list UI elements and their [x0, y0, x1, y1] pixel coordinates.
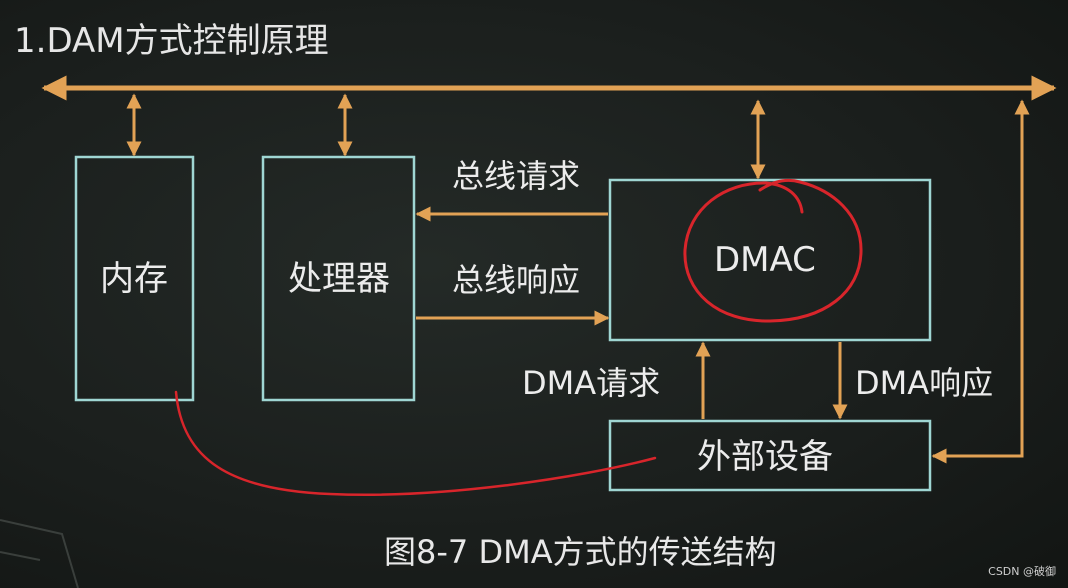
dmac-label: DMAC	[714, 243, 816, 277]
bus-device-arrow	[933, 101, 1022, 456]
memory-label: 内存	[100, 262, 168, 296]
memory-device-link-stroke	[176, 392, 655, 495]
processor-label: 处理器	[288, 262, 390, 296]
page-title: 1.DAM方式控制原理	[14, 24, 329, 58]
figure-caption: 图8-7 DMA方式的传送结构	[384, 536, 777, 568]
bus-request-label: 总线请求	[452, 160, 580, 192]
dma-response-label: DMA响应	[855, 367, 993, 399]
bus-response-label: 总线响应	[452, 264, 580, 296]
dma-request-label: DMA请求	[522, 367, 660, 399]
watermark: CSDN @破御	[988, 566, 1056, 577]
desk-edge-decoration	[0, 520, 78, 588]
device-label: 外部设备	[697, 440, 833, 474]
